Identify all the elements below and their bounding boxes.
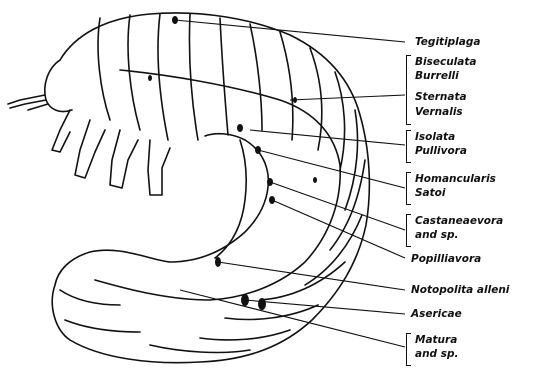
label-and-sp-2: and sp.	[415, 348, 459, 361]
grub-outer-outline	[52, 13, 369, 363]
bracket-isolata	[406, 130, 411, 163]
bracket-castaneaevora	[406, 214, 411, 247]
leader-line	[258, 150, 405, 188]
bracket-homancularis	[406, 172, 411, 205]
leader-line	[180, 290, 405, 347]
label-isolata: Isolata	[415, 131, 455, 144]
spiracle	[148, 75, 152, 81]
spiracle	[237, 124, 243, 132]
label-biseculata: Biseculata	[415, 56, 476, 69]
label-sternata: Sternata	[415, 91, 467, 104]
label-and-sp-1: and sp.	[415, 229, 459, 242]
label-tegitiplaga: Tegitiplaga	[415, 36, 480, 49]
antennae	[8, 95, 48, 110]
label-burrelli: Burrelli	[415, 70, 459, 83]
leader-line	[270, 182, 405, 230]
label-castaneaevora: Castaneaevora	[415, 215, 503, 228]
front-legs	[52, 110, 170, 195]
label-popilliavora: Popilliavora	[411, 253, 481, 266]
tail-fold	[60, 290, 140, 332]
label-asericae: Asericae	[411, 308, 462, 321]
bracket-biseculata	[406, 55, 411, 125]
label-matura: Matura	[415, 334, 457, 347]
spiracle	[313, 177, 317, 183]
grub-inner-outline	[205, 134, 246, 258]
leader-line	[175, 20, 405, 42]
leader-line	[290, 95, 405, 100]
label-pullivora: Pullivora	[415, 145, 467, 158]
label-satoi: Satoi	[415, 187, 445, 200]
label-homancularis: Homancularis	[415, 173, 496, 186]
segment-lines	[98, 14, 365, 352]
leader-line	[272, 200, 405, 258]
label-vernalis: Vernalis	[415, 106, 463, 119]
bracket-matura	[406, 333, 411, 366]
spiracle	[258, 298, 266, 310]
leader-line	[245, 300, 405, 314]
label-notopolita: Notopolita alleni	[411, 284, 509, 297]
head-capsule	[45, 60, 72, 112]
